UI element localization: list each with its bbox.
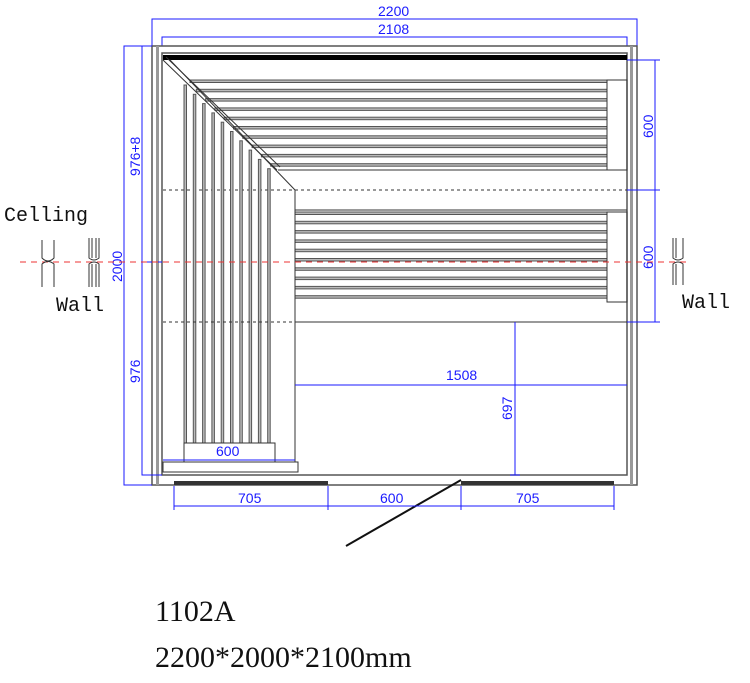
front-glass-right [461, 481, 614, 485]
walls [151, 45, 638, 486]
bench-slat [205, 98, 608, 102]
ceiling-section-icon [41, 240, 55, 287]
bench-slat [294, 211, 608, 215]
bench-slat [192, 93, 197, 444]
front-glass-left [174, 481, 328, 485]
bench-slat [211, 112, 215, 444]
bench-slat [223, 116, 608, 121]
svg-text:600: 600 [640, 245, 656, 269]
wall-section-icon [88, 238, 100, 287]
bench-slat [202, 103, 206, 444]
svg-text:697: 697 [499, 396, 515, 420]
corner-backrest [162, 56, 296, 191]
bench-slat [220, 121, 225, 444]
svg-text:2200: 2200 [378, 3, 409, 19]
lower-bench-end [606, 211, 628, 303]
dimension-inner-width: 2108 [161, 21, 628, 46]
bench-slat [260, 153, 608, 158]
bench-slat [270, 163, 608, 167]
side-bench [183, 84, 271, 444]
bench-slat [294, 285, 608, 290]
wall-section-icon-right [672, 238, 684, 285]
dimension-floor-width: 1508 [295, 367, 627, 386]
wall-label-left: Wall [56, 295, 104, 318]
bench-slat [294, 295, 608, 299]
bench-slat [183, 84, 187, 444]
bench-slat [195, 88, 608, 93]
bench-slat [230, 131, 234, 444]
svg-text:1508: 1508 [446, 367, 477, 383]
dimension-total-depth: 2000 [109, 45, 152, 486]
bench-slat [267, 168, 271, 444]
svg-text:600: 600 [640, 114, 656, 138]
dimension-outer-width: 2200 [151, 3, 638, 46]
svg-text:705: 705 [516, 490, 540, 506]
bench-slat [251, 144, 608, 149]
bench-slat [233, 126, 608, 130]
wall-label-right: Wall [682, 292, 730, 315]
bench-slat [294, 267, 608, 271]
svg-text:2000: 2000 [109, 251, 125, 282]
lower-bench [294, 211, 608, 299]
ceiling-label: Celling [4, 205, 88, 228]
bench-slat [294, 230, 608, 234]
bench-slat [294, 276, 608, 281]
step [162, 461, 299, 473]
dimension-floor-depth: 697 [499, 322, 520, 476]
bench-slat [294, 239, 608, 243]
svg-text:705: 705 [238, 490, 262, 506]
dimension-upper-depth: 976+8 976 [127, 45, 162, 476]
bench-slat [257, 158, 262, 444]
svg-text:2108: 2108 [378, 21, 409, 37]
svg-text:976: 976 [127, 359, 143, 383]
heater-rail [163, 55, 627, 60]
bench-slat [248, 149, 253, 444]
bench-slat [214, 107, 608, 111]
svg-text:600: 600 [216, 443, 240, 459]
svg-text:976+8: 976+8 [127, 136, 143, 176]
dimension-front: 705 600 705 [173, 486, 615, 510]
bench-slat [189, 79, 608, 83]
bench-slat [294, 220, 608, 225]
upper-bench [189, 79, 608, 167]
door-swing[interactable] [345, 479, 462, 547]
model-number: 1102A [155, 595, 236, 628]
upper-bench-end [606, 79, 628, 171]
bench-slat [239, 140, 243, 444]
model-size: 2200*2000*2100mm [155, 641, 412, 674]
dimension-step-width: 600 [163, 443, 295, 461]
bench-slat [242, 135, 608, 139]
bench-slat [294, 248, 608, 253]
bench-slat [294, 258, 608, 262]
dimension-bench-depths: 600 600 [627, 59, 660, 323]
svg-text:600: 600 [380, 490, 404, 506]
